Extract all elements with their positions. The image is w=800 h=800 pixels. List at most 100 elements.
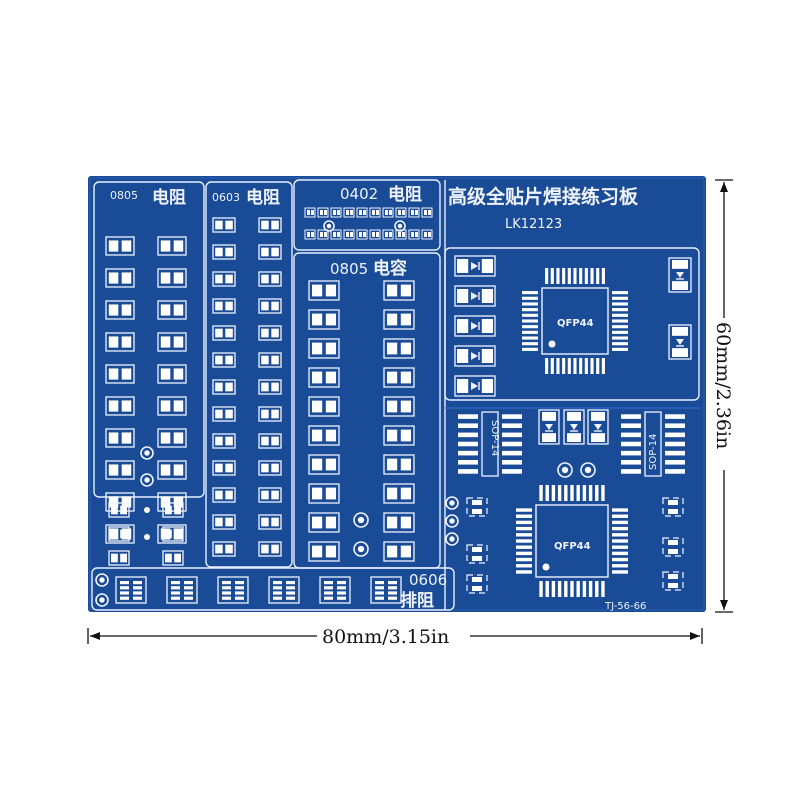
pad [350,210,353,215]
pad [472,500,482,505]
pin-pad [562,358,566,374]
chip-label-qfp-bottom: QFP44 [554,541,591,552]
pin-pad [564,485,568,501]
silk-outline [466,574,488,594]
smd-footprint [212,433,236,449]
silk-outline [157,428,187,448]
smd-footprint [212,325,236,341]
pin-pad [612,526,628,531]
pin-pad [502,414,522,419]
pad [273,596,282,600]
pad [672,348,688,357]
pad [388,591,397,595]
pin-pad [516,526,532,531]
pin-pad [612,291,628,295]
pad [108,368,119,380]
silk-outline [258,298,282,314]
via-ring [95,593,109,607]
pad [271,409,279,419]
pin-pad [612,570,628,574]
pad [108,496,119,508]
pad [273,586,282,590]
via-hole [449,518,455,524]
pin-pad [612,330,628,334]
pad [324,232,327,237]
pcb-board [88,176,706,612]
pad [591,412,605,421]
pin-pad [545,581,549,597]
smd-footprint [105,332,135,352]
pad [567,412,581,421]
pad [312,516,323,529]
pad [325,284,336,297]
pin-pad [596,358,600,374]
smd-footprint [212,217,236,233]
silk-outline [268,576,300,604]
pad [542,433,556,442]
via-hole [357,516,365,524]
silk-outline [662,537,684,557]
pad [225,247,233,257]
pad [261,328,269,338]
pad [325,342,336,355]
silk-outline [308,483,340,504]
pin-pad [550,358,554,374]
pad [286,596,295,600]
pad [325,429,336,442]
via-hole [561,466,569,474]
pin-pad [621,441,641,447]
pad [325,516,336,529]
pad [133,591,142,595]
pad [400,516,411,529]
silk-outline [421,229,433,240]
pad [337,210,340,215]
smd-footprint [258,433,282,449]
silk-outline [668,324,692,360]
pad [457,259,469,273]
board-title: 高级全贴片焊接练习板 [448,185,639,208]
silk-outline [115,576,147,604]
section-outline-r0603 [205,181,293,568]
pad [400,429,411,442]
silk-outline [105,428,135,448]
silk-outline [466,544,488,564]
pad [171,586,180,590]
pin-pad [562,268,566,284]
pad [173,400,184,412]
pad [346,232,349,237]
pad [457,379,469,393]
pad [312,342,323,355]
pad [385,210,388,215]
pad [273,581,282,585]
via-ring [445,514,459,528]
pad [261,517,269,527]
pad [108,240,119,252]
via-ring [95,573,109,587]
diode-footprint [668,324,692,360]
pin-pad [550,268,554,284]
pad [235,586,244,590]
silk-outline [162,550,184,566]
pad [415,210,418,215]
pad [387,400,398,413]
pad [225,301,233,311]
pad [271,517,279,527]
smd-footprint [308,454,340,475]
pad [363,232,366,237]
pad [286,586,295,590]
silk-outline [587,409,609,445]
smd-footprint [212,541,236,557]
silk-outline [212,514,236,530]
pin-pad [612,539,628,543]
pad [271,328,279,338]
pin-pad [579,358,583,374]
silk-outline [105,524,135,544]
pad [400,545,411,558]
silk-outline [258,541,282,557]
pin-pad [612,336,628,340]
pin-pad [458,460,478,465]
silk-outline [212,406,236,422]
pad [375,586,384,590]
silk-outline [308,280,340,301]
diode-arrow [471,292,478,300]
